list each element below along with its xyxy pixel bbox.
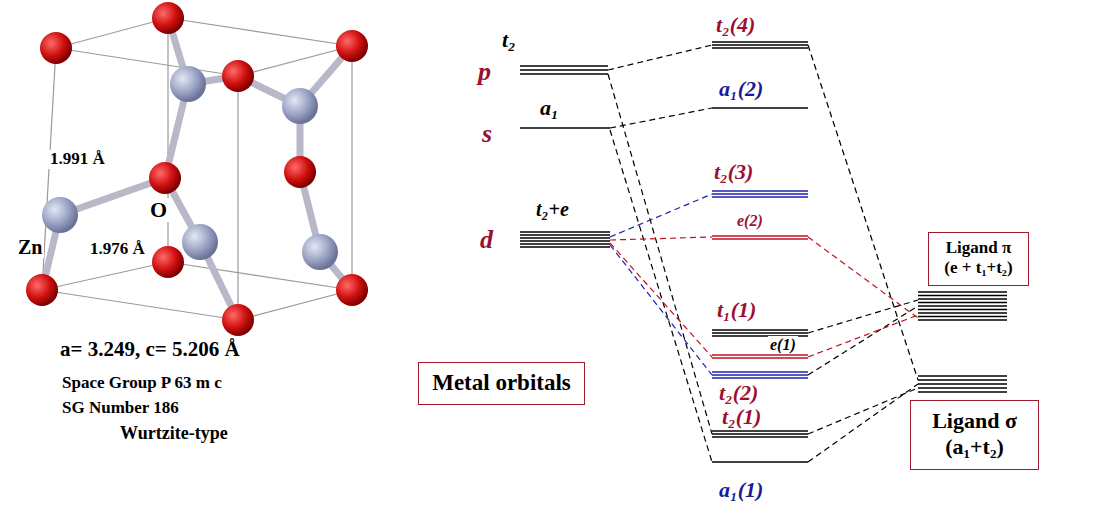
box-heading: Metal orbitals — [431, 369, 572, 397]
symmetry-label: a₁ — [538, 96, 561, 120]
mo-label: t₂(3) — [712, 160, 755, 184]
mo-label: a₁(2) — [717, 77, 765, 101]
atom-label: O — [148, 198, 169, 222]
box-heading: Ligand π — [943, 238, 1014, 258]
unit-cell — [42, 18, 352, 320]
atom-label: Zn — [16, 236, 44, 258]
lattice-parameters: a= 3.249, c= 5.206 Å — [58, 338, 242, 361]
ligand-sigma-box: Ligand σ(a₁+t₂) — [910, 400, 1039, 470]
mo-label: t₂(4) — [714, 13, 757, 37]
space-group: Space Group P 63 m c — [60, 374, 224, 393]
zn-atoms — [42, 66, 338, 270]
structure-type: Wurtzite-type — [118, 424, 230, 444]
mo-label: t₂(1) — [720, 405, 763, 429]
mo-label: e(1) — [768, 336, 798, 354]
bond-length: 1.991 Å — [48, 150, 107, 169]
space-group-number: SG Number 186 — [60, 399, 181, 418]
orbital-label: d — [478, 226, 495, 255]
symmetry-label: t₂ — [500, 28, 518, 52]
ligand-pi-box: Ligand π(e + t₁+t₂) — [928, 232, 1029, 286]
metal-orbitals-box: Metal orbitals — [418, 362, 585, 405]
orbital-label: s — [480, 120, 494, 149]
symmetry-label: t₂+e — [534, 198, 571, 220]
correlation-lines — [608, 45, 918, 462]
box-subtext: (e + t₁+t₂) — [943, 258, 1014, 278]
bonds — [42, 18, 352, 320]
box-subtext: (a₁+t₂) — [931, 434, 1018, 460]
mo-label: t₂(2) — [717, 381, 760, 405]
box-heading: Ligand σ — [931, 408, 1018, 434]
bond-length: 1.976 Å — [88, 240, 147, 259]
o-atoms — [26, 2, 368, 336]
mo-label: t₁(1) — [715, 298, 758, 322]
mo-label: a₁(1) — [717, 478, 765, 502]
orbital-label: p — [476, 58, 493, 87]
mo-label: e(2) — [735, 212, 765, 230]
